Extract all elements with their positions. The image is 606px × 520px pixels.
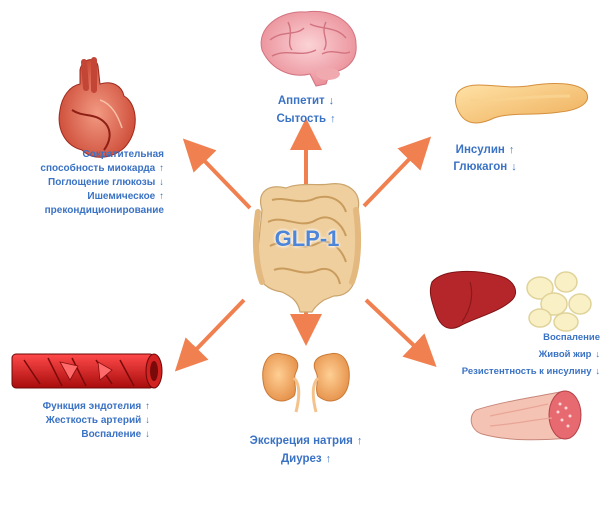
liver-effect-line: Воспаление (420, 330, 600, 346)
heart-effect-line: способность миокарда↑ (4, 162, 164, 176)
liver-effect-text: Резистентность к инсулину (461, 366, 592, 377)
heart-effect-line: Поглощение глюкозы↓ (4, 176, 164, 190)
arrow-down-icon: ↓ (328, 95, 335, 107)
gut-icon (252, 183, 362, 313)
arrow-down-icon: ↓ (145, 415, 150, 426)
vessel-effect-line: Воспаление↓ (0, 428, 150, 442)
heart-effect-line: прекондиционирование (4, 204, 164, 218)
kidneys-effect-line: Диурез↑ (196, 450, 416, 468)
vessel-effects: Функция эндотелия↑Жесткость артерий↓Восп… (0, 400, 150, 442)
arrow-up-icon: ↑ (159, 163, 164, 174)
liver-effect-text: Воспаление (543, 332, 600, 343)
arrow-up-icon: ↑ (159, 191, 164, 202)
kidneys-effect-line: Экскреция натрия↑ (196, 432, 416, 450)
arrow-up-icon: ↑ (145, 401, 150, 412)
pancreas-effect-line: Инсулин↑ (430, 142, 540, 159)
liver-effect-line: Резистентность к инсулину↓ (420, 363, 600, 380)
arrow-to-vessel (174, 298, 246, 372)
arrow-down-icon: ↓ (595, 366, 600, 376)
heart-effect-text: Ишемическое (87, 191, 156, 202)
vessel-effect-text: Функция эндотелия (42, 401, 142, 412)
brain-effect-text: Аппетит (277, 95, 325, 107)
heart-effect-text: Поглощение глюкозы (48, 177, 156, 188)
pancreas-effect-text: Глюкагон (453, 161, 508, 173)
heart-effect-line: Ишемическое↑ (4, 190, 164, 204)
kidneys-effects: Экскреция натрия↑Диурез↑ (196, 432, 416, 468)
brain-effect-text: Сытость (276, 113, 327, 125)
arrow-up-icon: ↑ (356, 435, 363, 447)
arrow-to-heart (182, 138, 252, 210)
arrow-up-icon: ↑ (508, 144, 515, 156)
vessel-effect-text: Воспаление (81, 429, 142, 440)
heart-effect-text: Сократительная (82, 149, 164, 160)
kidneys-effect-text: Экскреция натрия (249, 435, 353, 447)
vessel-effect-line: Жесткость артерий↓ (0, 414, 150, 428)
fat-cells-icon (526, 271, 592, 332)
arrows (174, 118, 437, 372)
arrow-to-pancreas (362, 136, 432, 208)
arrow-down-icon: ↓ (511, 161, 517, 173)
heart-effect-text: прекондиционирование (44, 205, 164, 216)
arrow-up-icon: ↑ (325, 453, 332, 465)
arrow-down-icon: ↓ (145, 429, 150, 440)
kidneys-effect-text: Диурез (280, 453, 322, 465)
kidneys-icon (262, 352, 350, 413)
vessel-effect-text: Жесткость артерий (45, 415, 142, 426)
arrow-up-icon: ↑ (330, 113, 336, 125)
pancreas-effects: Инсулин↑Глюкагон↓ (430, 142, 540, 176)
pancreas-effect-line: Глюкагон↓ (430, 159, 540, 176)
brain-effects: Аппетит↓Сытость↑ (236, 92, 376, 128)
arrow-down-icon: ↓ (595, 349, 600, 359)
vessel-effect-line: Функция эндотелия↑ (0, 400, 150, 414)
blood-vessel-icon (11, 353, 163, 389)
heart-effect-line: Сократительная (4, 148, 164, 162)
muscle-icon (470, 390, 582, 441)
liver-effect-text: Живой жир (538, 349, 592, 360)
arrow-down-icon: ↓ (159, 177, 164, 188)
heart-icon (58, 57, 136, 158)
brain-effect-line: Сытость↑ (236, 110, 376, 128)
liver-effect-line: Живой жир↓ (420, 346, 600, 363)
glp1-title: GLP-1 (274, 226, 340, 251)
liver-icon (429, 270, 516, 329)
arrow-to-liver (364, 298, 437, 368)
pancreas-effect-text: Инсулин (455, 144, 505, 156)
brain-effect-line: Аппетит↓ (236, 92, 376, 110)
pancreas-icon (455, 83, 588, 124)
brain-icon (260, 10, 357, 87)
heart-effect-text: способность миокарда (40, 163, 156, 174)
